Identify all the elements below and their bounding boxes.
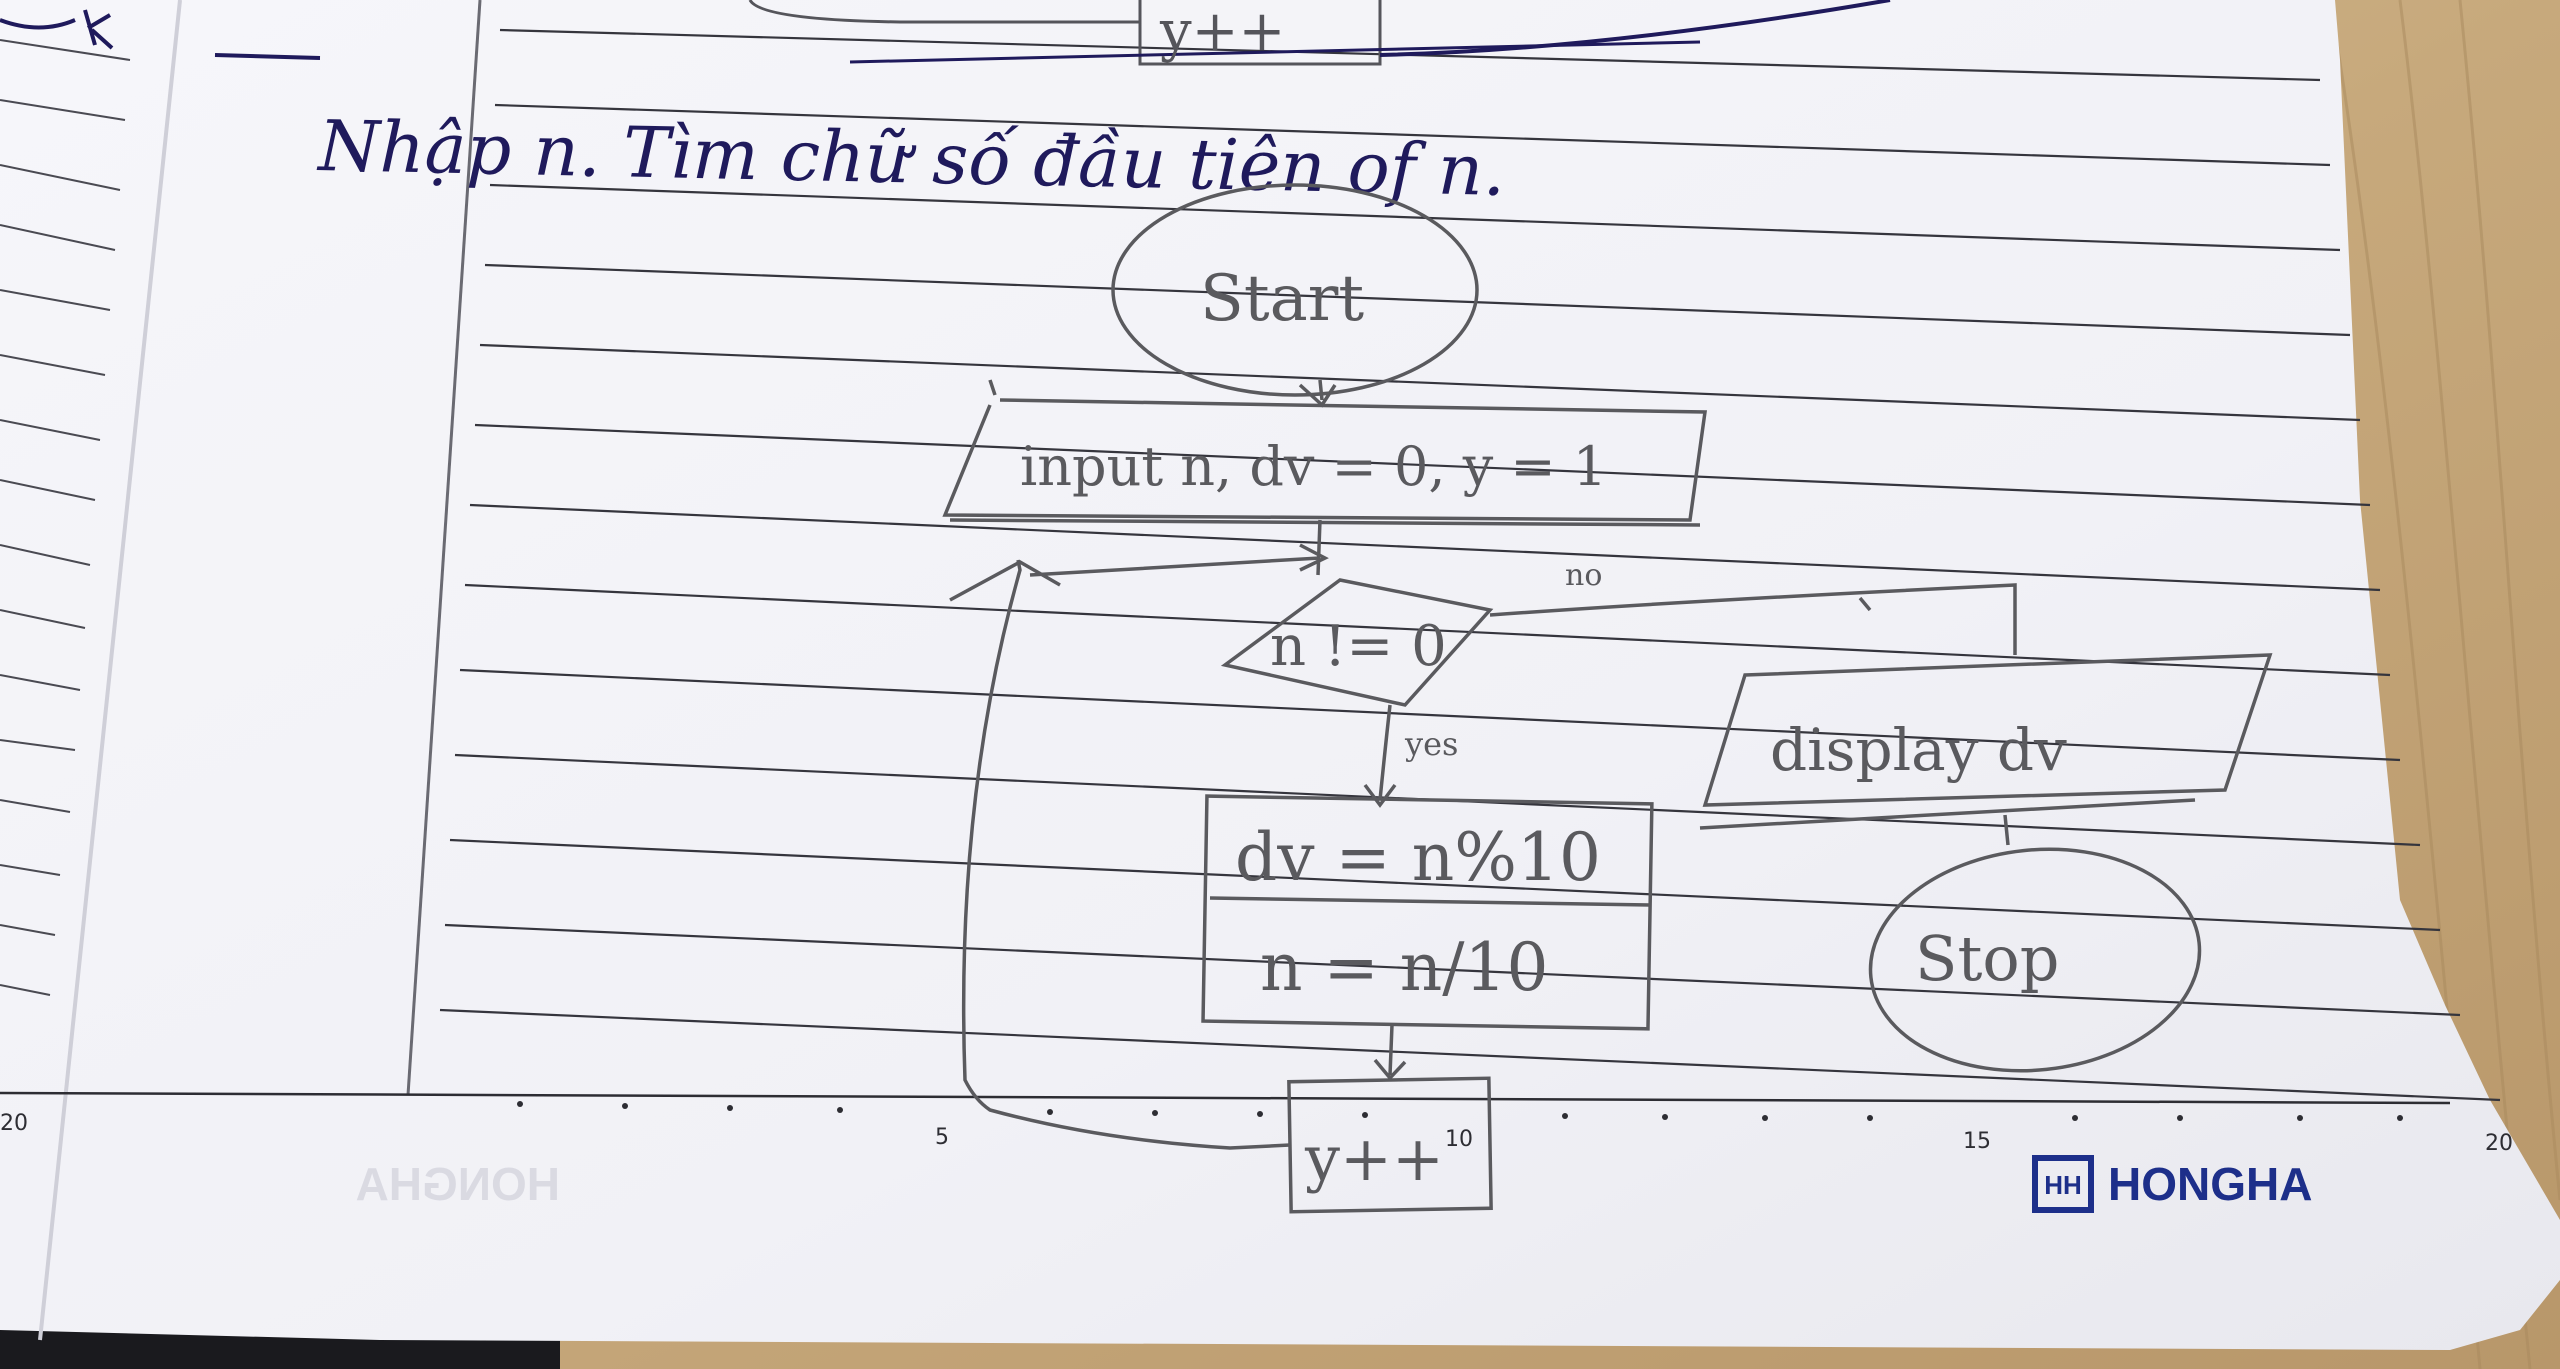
display-label: display dv (1770, 716, 2067, 784)
brand-bleed-through: HONGHA (356, 1158, 560, 1210)
process-box (1201, 794, 1654, 1031)
increment-box (1287, 1076, 1493, 1214)
input-box (942, 379, 1708, 522)
condition-diamond (1220, 578, 1494, 707)
top-fragment-text: y++ (1159, 0, 1285, 64)
ruler-label-5: 20 (2485, 1131, 2513, 1156)
arrow-input-decision (1316, 519, 1322, 576)
condition-label: n != 0 (1270, 614, 1447, 679)
process-line-1: dv = n%10 (1235, 819, 1601, 896)
brand-name: HONGHA (2108, 1158, 2312, 1210)
corner-scribble (0, 9, 114, 50)
input-underline (949, 518, 1701, 527)
start-label: Start (1200, 262, 1364, 336)
left-page-lines (0, 39, 131, 996)
margin-line (406, 0, 482, 1096)
arrow-process-increment (1373, 1024, 1407, 1081)
ruler-dots (517, 1101, 2403, 1121)
ruler-edge (0, 1091, 2451, 1105)
yes-label: yes (1404, 725, 1458, 763)
process-divider (1209, 896, 1651, 907)
arrow-display-stop (2003, 814, 2010, 846)
ruler-label-4: 15 (1963, 1129, 1991, 1154)
stop-terminal (1868, 847, 2202, 1073)
ruler-labels: 20 5 10 15 20 (0, 1111, 2513, 1156)
loop-arrowhead (1299, 543, 1329, 572)
no-branch-tick (1858, 596, 1872, 612)
ruler-label-2: 5 (935, 1125, 949, 1150)
start-terminal (1111, 183, 1479, 397)
ruler-label-3: 10 (1445, 1127, 1473, 1152)
page-fold (38, 0, 182, 1341)
brand-mark-icon (2032, 1155, 2094, 1213)
increment-label: y++ (1304, 1122, 1444, 1195)
loop-back-line (949, 556, 1321, 1150)
display-box (1702, 653, 2273, 807)
brand-logo: HH HONGHA (2032, 1155, 2312, 1213)
process-line-2: n = n/10 (1260, 929, 1549, 1006)
stop-label: Stop (1915, 922, 2059, 995)
brand-mark-letters: HH (2044, 1170, 2082, 1200)
display-underline (1699, 798, 2196, 830)
flowchart (942, 183, 2273, 1214)
input-label: input n, dv = 0, y = 1 (1020, 435, 1607, 498)
ruled-lines (439, 28, 2501, 1102)
no-branch-line (1489, 583, 2017, 655)
no-label: no (1565, 558, 1602, 593)
yes-arrow (1363, 704, 1397, 808)
top-fragment (214, 0, 1891, 66)
ruler-label-1: 20 (0, 1111, 28, 1136)
